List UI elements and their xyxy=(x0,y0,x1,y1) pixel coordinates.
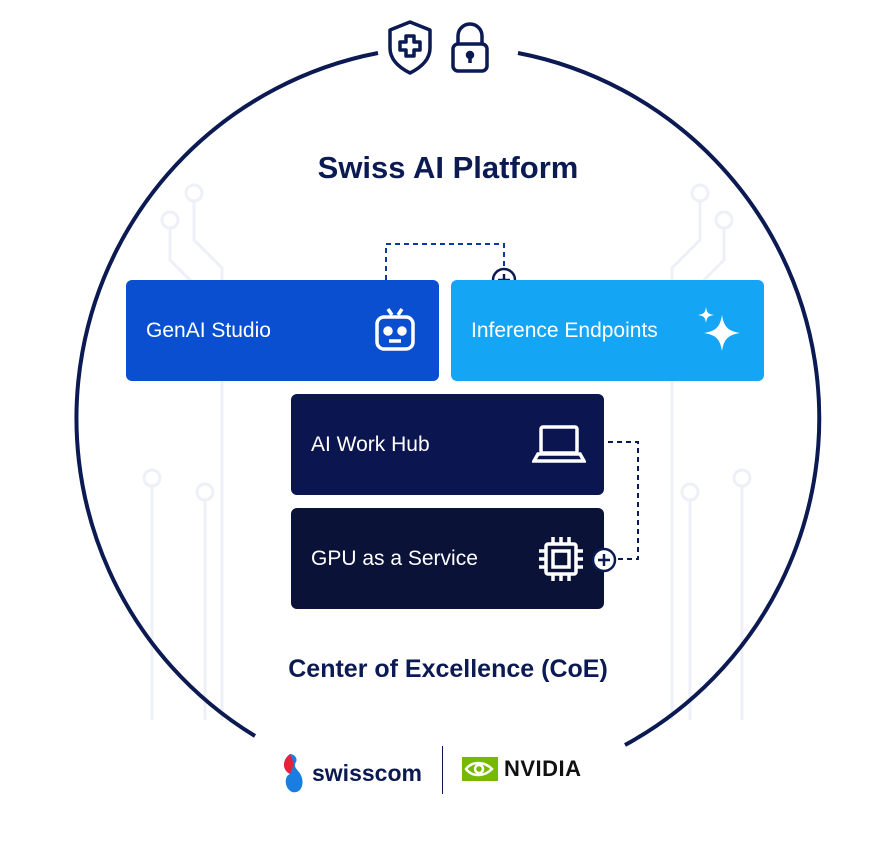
center-of-excellence-title: Center of Excellence (CoE) xyxy=(288,655,608,683)
chip-icon xyxy=(539,536,583,581)
swisscom-logo: swisscom xyxy=(280,752,422,794)
plus-connector-icon xyxy=(591,547,617,573)
genai-studio-box[interactable]: GenAI Studio xyxy=(126,280,439,381)
connector-top xyxy=(385,243,505,280)
connector-right xyxy=(608,441,639,560)
inference-endpoints-box[interactable]: Inference Endpoints xyxy=(451,280,764,381)
nvidia-eye-icon xyxy=(462,757,498,781)
inference-endpoints-label: Inference Endpoints xyxy=(471,318,658,342)
ai-work-hub-box[interactable]: AI Work Hub xyxy=(291,394,604,495)
logo-divider xyxy=(442,746,443,794)
page-title: Swiss AI Platform xyxy=(317,150,579,185)
gpu-as-a-service-box[interactable]: GPU as a Service xyxy=(291,508,604,609)
lock-icon xyxy=(451,22,489,73)
nvidia-wordmark: NVIDIA xyxy=(504,756,582,781)
shield-plus-icon xyxy=(388,20,432,75)
platform-circle-right xyxy=(517,51,822,747)
sparkle-icon xyxy=(698,306,740,351)
nvidia-logo: NVIDIA xyxy=(462,756,582,782)
swisscom-wordmark: swisscom xyxy=(312,759,422,786)
robot-icon xyxy=(375,307,415,351)
laptop-icon xyxy=(532,424,586,463)
platform-circle-left xyxy=(74,51,379,738)
swisscom-mark-icon xyxy=(284,754,303,793)
genai-studio-label: GenAI Studio xyxy=(146,318,271,342)
ai-work-hub-label: AI Work Hub xyxy=(311,432,430,456)
gpu-as-a-service-label: GPU as a Service xyxy=(311,546,478,570)
